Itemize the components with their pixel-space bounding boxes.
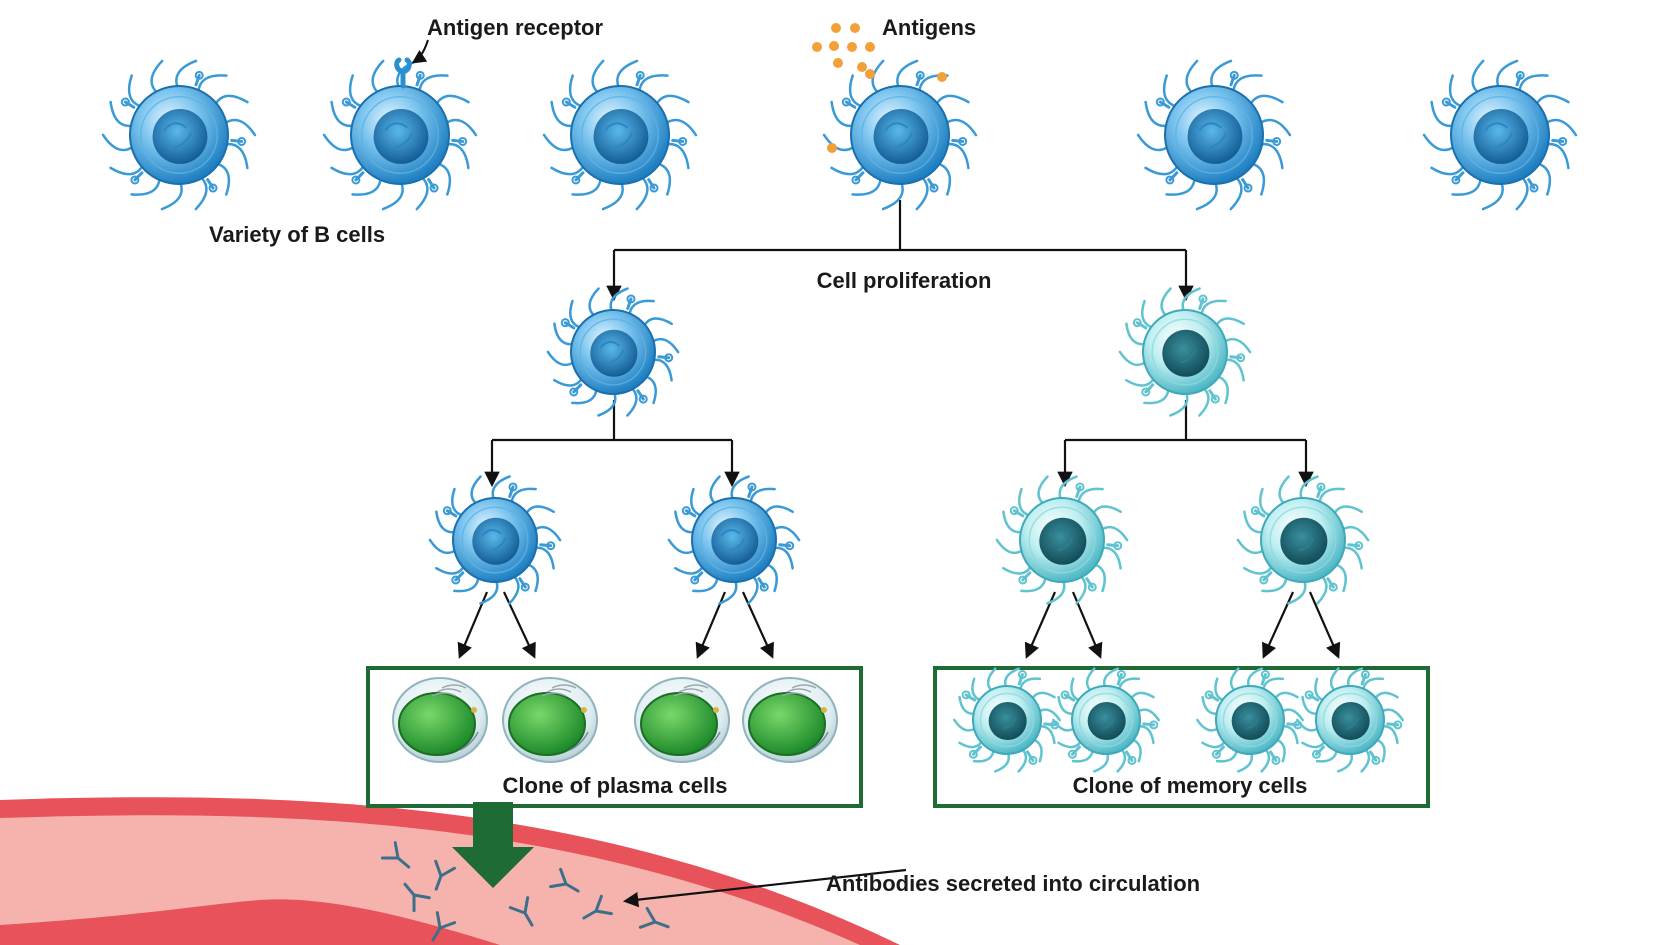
- b-cell-icon-2: [322, 59, 478, 211]
- b-cell-icon-level3-2: [667, 475, 801, 605]
- b-cell-icon-3: [542, 59, 698, 211]
- antigen-dot-icon: [829, 41, 839, 51]
- antigen-dot-icon: [850, 23, 860, 33]
- antigen-dot-icon: [831, 23, 841, 33]
- antibody-icon-4: [508, 896, 534, 927]
- b-cell-icon-6: [1422, 59, 1578, 211]
- b-cell-icon-5: [1136, 59, 1292, 211]
- vessel-wall-lower: [0, 899, 500, 945]
- plasma-cells-box: [366, 666, 863, 808]
- antibody-icon-2: [434, 859, 457, 891]
- cell-group: [101, 59, 1578, 773]
- memory-cell-icon-clone-2: [1052, 667, 1160, 773]
- antibody-icon-1: [380, 841, 411, 869]
- antigen-group: [812, 23, 947, 153]
- memory-cell-icon-level3-2: [1236, 475, 1370, 605]
- plasma-cell-icon-4: [742, 677, 838, 763]
- antigen-receptor-icon: [394, 57, 412, 89]
- receptor-pointer: [394, 39, 429, 89]
- b-cell-icon-1: [101, 59, 257, 211]
- clone-of-memory-cells-label: Clone of memory cells: [1073, 773, 1308, 798]
- antigen-dot-icon: [833, 58, 843, 68]
- memory-cell-icon-clone-3: [1196, 667, 1304, 773]
- antigen-dot-icon: [812, 42, 822, 52]
- antigen-dot-icon: [827, 143, 837, 153]
- antigen-dot-icon: [865, 42, 875, 52]
- antibody-icon-7: [638, 906, 670, 929]
- antigen-dot-icon: [847, 42, 857, 52]
- antibody-icon-6: [582, 894, 613, 920]
- clone-of-plasma-cells-label: Clone of plasma cells: [503, 773, 728, 798]
- memory-cell-icon-clone-1: [953, 667, 1061, 773]
- variety-of-b-cells-label: Variety of B cells: [209, 222, 385, 247]
- memory-cell-icon-level3-1: [995, 475, 1129, 605]
- antigen-receptor-label: Antigen receptor: [427, 15, 603, 40]
- b-cell-icon-level3-1: [428, 475, 562, 605]
- plasma-cell-icon-2: [502, 677, 598, 763]
- antigens-label: Antigens: [882, 15, 976, 40]
- plasma-cell-icon-3: [634, 677, 730, 763]
- antibody-icon-3: [431, 911, 457, 942]
- antigen-dot-icon: [857, 62, 867, 72]
- secretion-arrow: [452, 802, 534, 888]
- antigen-dot-icon: [865, 69, 875, 79]
- antibody-icon-8: [403, 882, 431, 913]
- antibodies-secreted-label: Antibodies secreted into circulation: [826, 871, 1200, 896]
- antibody-group: [380, 841, 670, 942]
- b-cell-icon-plasma-precursor: [546, 287, 680, 417]
- antibody-icon-5: [549, 867, 580, 893]
- cell-proliferation-label: Cell proliferation: [817, 268, 992, 293]
- memory-cell-icon-precursor: [1118, 287, 1252, 417]
- memory-cell-icon-clone-4: [1296, 667, 1404, 773]
- antigen-dot-icon: [937, 72, 947, 82]
- plasma-cell-icon-1: [392, 677, 488, 763]
- b-cell-icon-4: [822, 59, 978, 211]
- memory-cells-box: [933, 666, 1430, 808]
